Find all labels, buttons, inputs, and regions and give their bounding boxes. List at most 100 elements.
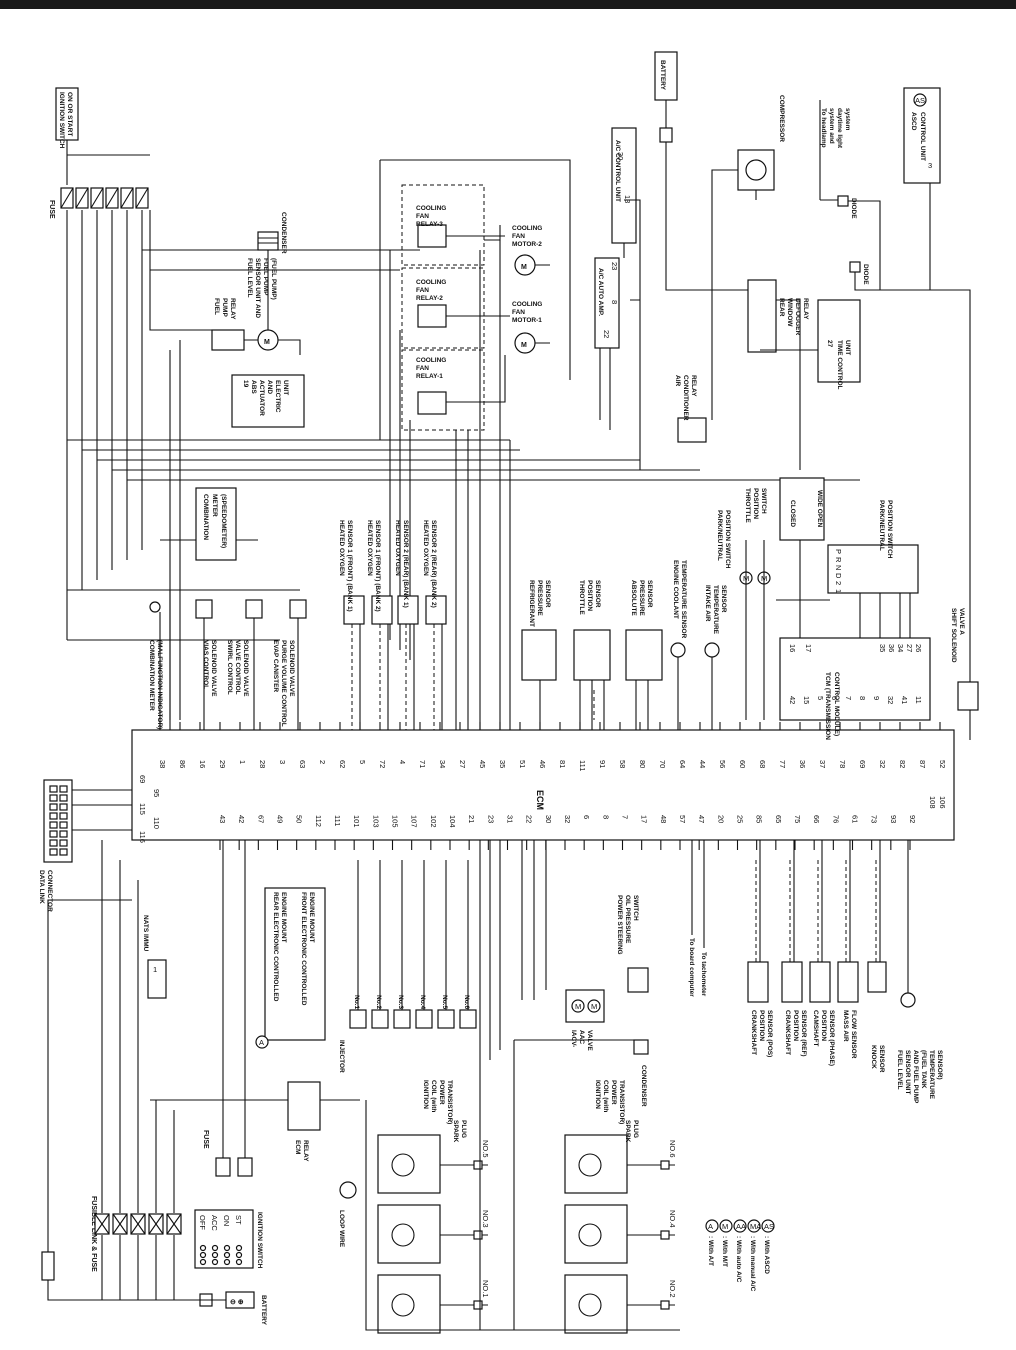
svg-text:SENSOR (REF): SENSOR (REF) [800, 1010, 807, 1057]
ecm-bottom-pin: 112 [314, 815, 323, 827]
power-steering-switch: POWER STEERING OIL PRESSURE SWITCH [616, 895, 649, 993]
ecm-left-pin: 95 [152, 789, 161, 797]
loop-wire: LOOP WIRE [338, 1181, 357, 1248]
tcm-bottom-pin: 7 [844, 696, 853, 700]
svg-text:POSITION: POSITION [758, 1010, 765, 1041]
condenser-bottom: CONDENSER [633, 1039, 649, 1107]
fuel-pump-relay: FUEL PUMP RELAY [211, 298, 245, 351]
svg-text:COIL (with: COIL (with [430, 1080, 437, 1112]
svg-text:SENSOR: SENSOR [878, 1045, 885, 1073]
iacv-aac-valve[interactable]: M M IACV- AAC VALVE [565, 989, 605, 1051]
svg-text:CAMSHAFT: CAMSHAFT [812, 1010, 819, 1046]
svg-text:LOOP WIRE: LOOP WIRE [338, 1210, 345, 1248]
ignition-contact [199, 1251, 207, 1259]
tcm-top-pin: 36 [887, 644, 896, 652]
ecm-bottom-pin: 61 [851, 815, 860, 823]
ecm-bottom-pin: 22 [525, 815, 534, 823]
svg-text:PRESSURE: PRESSURE [536, 580, 543, 616]
svg-text:FUEL: FUEL [213, 298, 220, 315]
ecm-bottom-pin: 47 [697, 815, 706, 823]
svg-text:VALVE A: VALVE A [958, 608, 965, 635]
svg-text:8: 8 [610, 300, 619, 304]
svg-text:SOLENOID VALVE: SOLENOID VALVE [288, 640, 295, 697]
ecm-bottom-pin: 102 [429, 815, 438, 828]
ecm-bottom-pin: 49 [276, 815, 285, 823]
injector-label: No.1 [353, 995, 360, 1009]
legend-text: : With A/T [707, 1236, 714, 1266]
tcm-bottom-pin: 41 [900, 696, 909, 704]
svg-text:system: system [844, 108, 851, 131]
ecm-bottom-pin: 73 [870, 815, 879, 823]
svg-text:CRANKSHAFT: CRANKSHAFT [784, 1010, 791, 1055]
dlc-pin [59, 839, 68, 847]
svg-text:POSITION: POSITION [586, 580, 593, 611]
svg-text:SENSOR 2 (REAR) (BANK 2): SENSOR 2 (REAR) (BANK 2) [430, 520, 437, 608]
svg-text:ENGINE MOUNT: ENGINE MOUNT [280, 892, 287, 943]
svg-text:SENSOR UNIT AND: SENSOR UNIT AND [254, 258, 261, 318]
svg-text:DIODE: DIODE [850, 198, 857, 219]
ecm-left-pin: 69 [138, 775, 147, 783]
a-badge-mount [255, 1035, 269, 1049]
compressor: COMPRESSOR [737, 95, 785, 191]
legend-text: : With ASCD [763, 1236, 770, 1274]
legend-text: : With M/T [721, 1236, 728, 1267]
ecm-bottom-pin: 8 [601, 815, 610, 819]
fuse-mid-1 [215, 1157, 231, 1177]
svg-text:FUEL LEVEL: FUEL LEVEL [896, 1050, 903, 1090]
ignition-position-label: ON [222, 1215, 231, 1226]
fuse-label-top: FUSE [48, 200, 55, 219]
abs-actuator: 19 ABS ACTUATOR AND ELECTRIC UNIT [231, 374, 305, 428]
svg-text:REAR: REAR [778, 298, 785, 317]
ecm-top-pin: 35 [498, 760, 507, 768]
cooling-fan-relay-2: COOLING FAN RELAY-2 [401, 267, 485, 349]
svg-text:IGNITION: IGNITION [594, 1080, 601, 1109]
ign-coil-a-label: IGNITION COIL (with POWER TRANSISTOR) SP… [422, 1080, 467, 1143]
condenser-top: CONDENSER [257, 212, 287, 254]
svg-text:VIAS CONTROL: VIAS CONTROL [202, 640, 209, 689]
svg-text:(SPEEDOMETER): (SPEEDOMETER) [220, 494, 227, 548]
svg-text:RELAY: RELAY [690, 375, 697, 397]
fusible-link-label: FUSIBLE LINK & FUSE [90, 1196, 97, 1272]
spark-plug-label: NO.4 [668, 1210, 677, 1228]
spark-plug-icon [473, 1230, 483, 1240]
heated-oxygen-sensor-2: HEATED OXYGEN SENSOR 1 (FRONT) (BANK 2) [366, 520, 393, 625]
svg-text:SPARK: SPARK [452, 1120, 459, 1143]
ecm-top-pin: 80 [638, 760, 647, 768]
ecm-bottom-pin: 17 [640, 815, 649, 823]
mass-air-flow-sensor: MASS AIR FLOW SENSOR [837, 961, 859, 1059]
svg-text:SENSOR UNIT: SENSOR UNIT [904, 1050, 911, 1094]
tcm-top-pin: 26 [914, 644, 923, 652]
svg-text:POSITION: POSITION [792, 1010, 799, 1041]
rear-window-defogger-relay: REAR WINDOW DEFOGGER RELAY [747, 279, 809, 353]
svg-text:COMPRESSOR: COMPRESSOR [778, 95, 785, 142]
data-link-connector[interactable]: DATA LINK CONNECTOR [38, 779, 73, 912]
svg-text:UNIT: UNIT [282, 380, 289, 395]
svg-text:FUEL LEVEL: FUEL LEVEL [246, 258, 253, 298]
svg-text:HEATED OXYGEN: HEATED OXYGEN [338, 520, 345, 576]
ecm-top-pin: 60 [738, 760, 747, 768]
svg-text:FAN: FAN [416, 287, 429, 294]
svg-text:RELAY-3: RELAY-3 [416, 221, 443, 228]
svg-text:INTAKE AIR: INTAKE AIR [704, 585, 711, 622]
ecm-top-pin: 32 [878, 760, 887, 768]
ecm-bottom-pin: 111 [333, 815, 342, 826]
svg-text:FLOW SENSOR: FLOW SENSOR [850, 1010, 857, 1059]
svg-text:DEFOGGER: DEFOGGER [794, 298, 801, 336]
legend-badge [719, 1219, 733, 1233]
svg-text:To headlamp: To headlamp [820, 108, 827, 148]
cooling-fan-motor-1: M COOLING FAN MOTOR-1 [512, 301, 542, 354]
dlc-pin [49, 785, 58, 793]
ecm-top-pin: 29 [218, 760, 227, 768]
svg-text:SWITCH: SWITCH [632, 895, 639, 921]
spark-plug-label: NO.2 [668, 1280, 677, 1298]
ecm-top-pin: 68 [758, 760, 767, 768]
fusible-link-left [41, 1251, 55, 1281]
svg-text:AND: AND [266, 380, 273, 394]
svg-text:COOLING: COOLING [512, 301, 542, 308]
svg-text:OIL PRESSURE: OIL PRESSURE [624, 895, 631, 944]
svg-text:NATS IMMU: NATS IMMU [142, 915, 149, 952]
ecm-bottom-pin: 20 [716, 815, 725, 823]
svg-text:30: 30 [616, 152, 625, 160]
